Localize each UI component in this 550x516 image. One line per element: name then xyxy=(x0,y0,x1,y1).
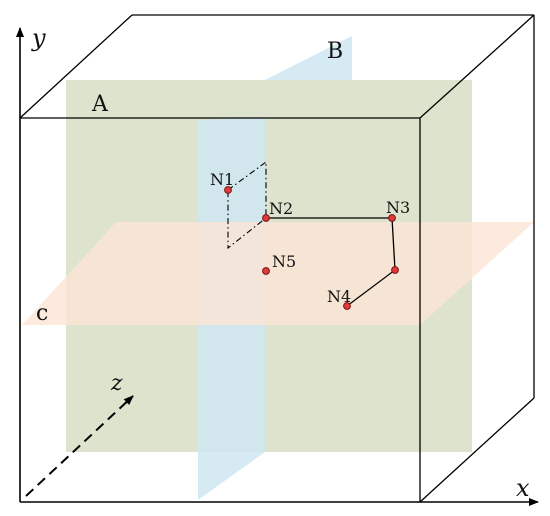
node-label-n1: N1 xyxy=(210,170,234,189)
path-n2-n3-n4 xyxy=(266,217,396,307)
axis-label-z: z xyxy=(110,371,123,396)
node-n5 xyxy=(262,267,270,275)
node-n3 xyxy=(388,214,396,222)
node-n3b xyxy=(391,266,399,274)
cube-back xyxy=(132,14,535,398)
plane-label-b: B xyxy=(327,39,343,64)
node-n2 xyxy=(262,214,270,222)
node-label-n3: N3 xyxy=(386,198,410,217)
plane-c xyxy=(22,222,534,325)
z-axis xyxy=(25,395,134,497)
node-n4 xyxy=(343,302,351,310)
plane-b xyxy=(198,36,352,500)
axis-label-x: x xyxy=(516,474,530,502)
axis-label-y: y xyxy=(31,24,46,52)
plane-label-a: A xyxy=(91,92,109,117)
node-label-n4: N4 xyxy=(327,287,351,306)
node-label-n5: N5 xyxy=(272,252,296,271)
node-label-n2: N2 xyxy=(269,199,293,218)
dashdot-parallelogram xyxy=(227,160,267,250)
cube-front xyxy=(19,14,535,503)
node-n1 xyxy=(224,186,232,194)
plane-label-c: c xyxy=(36,301,48,326)
